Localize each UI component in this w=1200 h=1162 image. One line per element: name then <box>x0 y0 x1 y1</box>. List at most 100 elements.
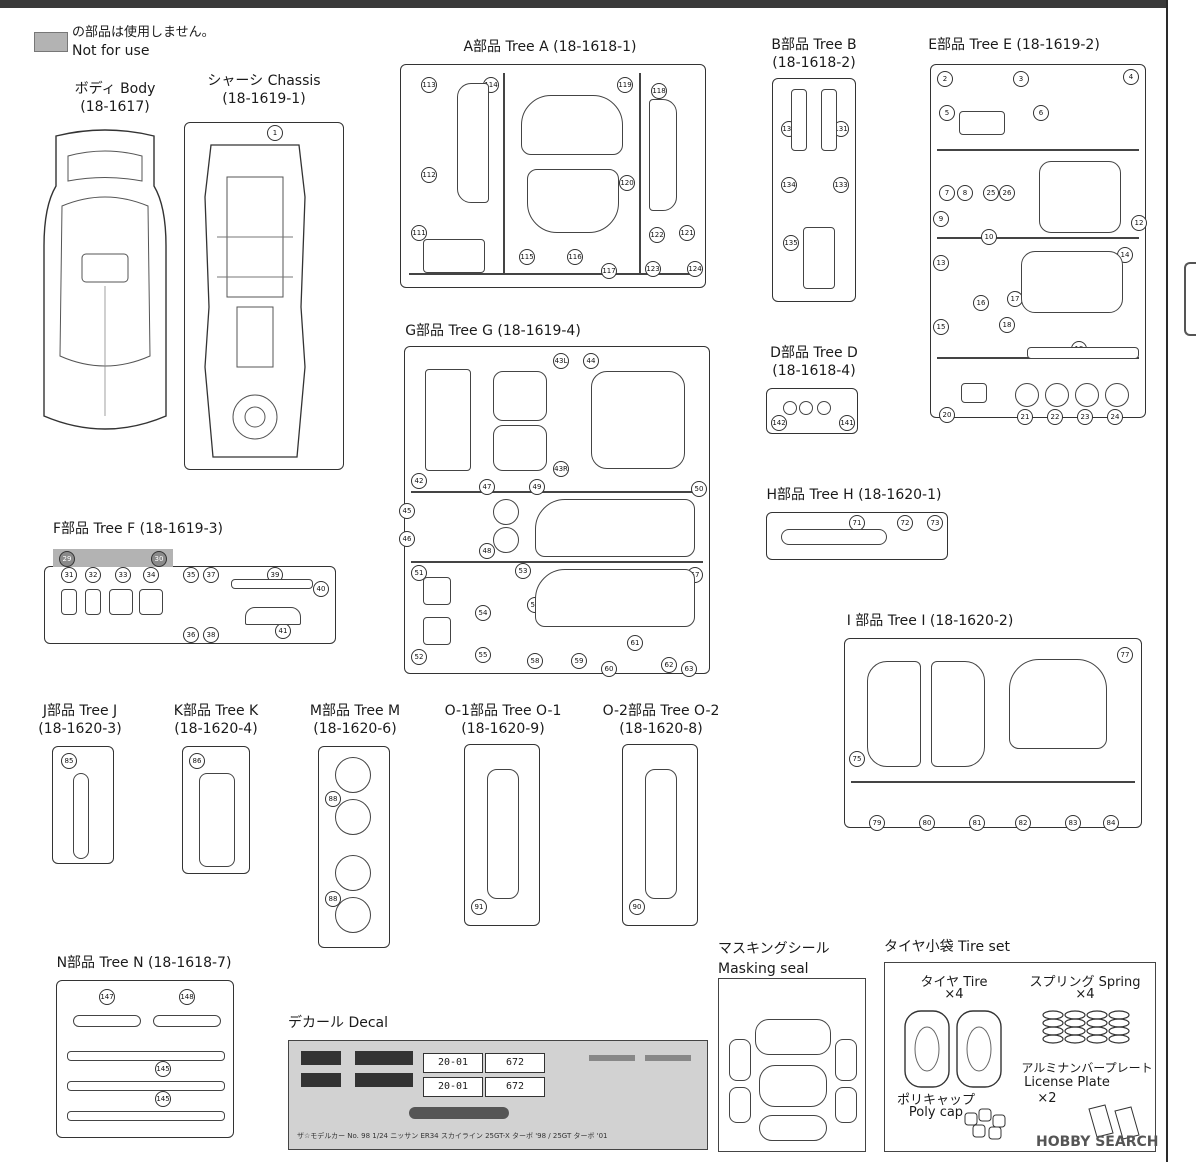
license-plate-decal: 672 <box>485 1053 545 1073</box>
plate-label-jp: アルミナンバープレート <box>1021 1061 1153 1075</box>
part-number: 15 <box>933 319 949 335</box>
part-number: 115 <box>519 249 535 265</box>
tree-o1-frame: 91 <box>464 744 540 926</box>
part-number: 116 <box>567 249 583 265</box>
chassis-frame: 1 <box>184 122 344 470</box>
part-number: 6 <box>1033 105 1049 121</box>
tree-a-frame: 113 114 119 118 112 111 115 116 117 120 … <box>400 64 706 288</box>
body-drawing <box>43 129 167 430</box>
part-number: 54 <box>475 605 491 621</box>
part-number: 77 <box>1117 647 1133 663</box>
edge-tab <box>1184 262 1196 336</box>
part-number: 84 <box>1103 815 1119 831</box>
part-number: 34 <box>143 567 159 583</box>
chassis-drawing <box>204 144 306 458</box>
part-number: 5 <box>939 105 955 121</box>
part-number: 7 <box>939 185 955 201</box>
decal-sheet: 20-01 672 20-01 672 ザ☆モデルカー No. 98 1/24 … <box>288 1040 708 1150</box>
part-number: 142 <box>771 415 787 431</box>
tree-i-frame: 77 75 76 79 80 81 82 83 84 <box>844 638 1142 831</box>
part-number: 12 <box>1131 215 1147 231</box>
part-number: 59 <box>571 653 587 669</box>
tree-d-frame: 142 141 <box>766 388 858 434</box>
part-number: 58 <box>527 653 543 669</box>
part-number: 120 <box>619 175 635 191</box>
part-number: 38 <box>203 627 219 643</box>
tire-set-box: タイヤ Tire ×4 スプリング Spring ×4 アルミナンバープレート … <box>884 962 1156 1152</box>
part-number: 40 <box>313 581 329 597</box>
part-number: 35 <box>183 567 199 583</box>
part-number: 117 <box>601 263 617 279</box>
body-title: ボディ Body <box>74 81 156 97</box>
tree-o1-code: (18-1620-9) <box>461 721 545 737</box>
tree-o2-code: (18-1620-8) <box>619 721 703 737</box>
masking-title-en: Masking seal <box>718 961 809 977</box>
tree-j-frame: 85 <box>52 746 114 864</box>
tree-i-title: I 部品 Tree I (18-1620-2) <box>846 613 1014 629</box>
part-number: 113 <box>421 77 437 93</box>
part-number: 13 <box>933 255 949 271</box>
chassis-title: シャーシ Chassis <box>207 73 321 89</box>
license-plate-decal: 20-01 <box>423 1053 483 1073</box>
license-plate-icon <box>1088 1104 1140 1140</box>
polycap-label-jp: ポリキャップ <box>896 1093 975 1108</box>
part-number: 47 <box>479 479 495 495</box>
part-number: 88 <box>325 791 341 807</box>
tree-o1-title: O-1部品 Tree O-1 <box>444 703 562 719</box>
part-number: 147 <box>99 989 115 1005</box>
part-number: 82 <box>1015 815 1031 831</box>
part-number: 46 <box>399 531 415 547</box>
part-number: 134 <box>781 177 797 193</box>
part-number: 50 <box>691 481 707 497</box>
part-number: 22 <box>1047 409 1063 425</box>
polycap-label-en: Poly cap <box>908 1105 964 1120</box>
part-number: 53 <box>515 563 531 579</box>
plate-qty: ×2 <box>1037 1091 1057 1106</box>
tire-icon <box>904 1010 1002 1088</box>
part-number: 43R <box>553 461 569 477</box>
part-number: 36 <box>183 627 199 643</box>
part-number: 8 <box>957 185 973 201</box>
part-number: 123 <box>645 261 661 277</box>
part-number: 85 <box>61 753 77 769</box>
part-number: 124 <box>687 261 703 277</box>
part-number: 72 <box>897 515 913 531</box>
part-number: 32 <box>85 567 101 583</box>
part-number: 23 <box>1077 409 1093 425</box>
license-plate-decal: 20-01 <box>423 1077 483 1097</box>
part-number: 26 <box>999 185 1015 201</box>
part-number: 52 <box>411 649 427 665</box>
tree-k-frame: 86 <box>182 746 250 874</box>
part-number: 60 <box>601 661 617 677</box>
part-number: 61 <box>627 635 643 651</box>
part-number: 145 <box>155 1061 171 1077</box>
part-number: 62 <box>661 657 677 673</box>
tree-h-frame: 71 72 73 <box>766 512 948 560</box>
part-number: 91 <box>471 899 487 915</box>
tire-label: タイヤ Tire <box>920 975 988 990</box>
tree-n-title: N部品 Tree N (18-1618-7) <box>56 955 232 971</box>
part-number: 33 <box>115 567 131 583</box>
tire-qty: ×4 <box>944 987 964 1002</box>
tree-b-code: (18-1618-2) <box>772 55 856 71</box>
part-number: 30 <box>151 551 167 567</box>
part-number: 45 <box>399 503 415 519</box>
part-number: 118 <box>651 83 667 99</box>
part-number: 29 <box>59 551 75 567</box>
tree-g-frame: 43L 44 43R 42 47 49 50 45 46 48 51 53 57… <box>399 346 710 677</box>
part-number: 24 <box>1107 409 1123 425</box>
part-number: 83 <box>1065 815 1081 831</box>
part-number: 73 <box>927 515 943 531</box>
part-number: 122 <box>649 227 665 243</box>
part-number: 111 <box>411 225 427 241</box>
part-number: 16 <box>973 295 989 311</box>
polycap-icon <box>964 1108 1006 1140</box>
tree-n-frame: 147 148 145 145 <box>56 980 234 1138</box>
part-number: 51 <box>411 565 427 581</box>
license-plate-decal: 672 <box>485 1077 545 1097</box>
spring-qty: ×4 <box>1075 987 1095 1002</box>
part-number: 3 <box>1013 71 1029 87</box>
tireset-title: タイヤ小袋 Tire set <box>884 939 1010 955</box>
part-number: 18 <box>999 317 1015 333</box>
part-number: 145 <box>155 1091 171 1107</box>
